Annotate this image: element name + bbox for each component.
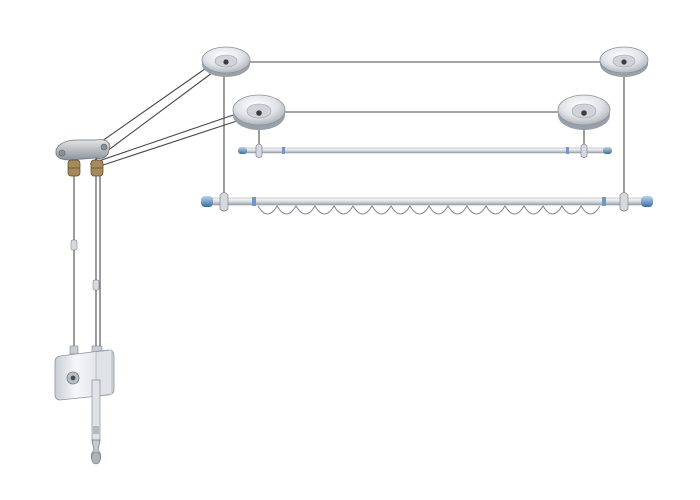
- rod-end-cap-right: [641, 196, 653, 207]
- pulley-axle: [223, 59, 229, 65]
- ceiling-pulley-back-right: [599, 46, 649, 77]
- cable-diagonal-4: [99, 117, 247, 167]
- cable-clip: [92, 279, 100, 291]
- ceiling-pulley-back-left: [201, 46, 251, 77]
- rod-hook-right: [619, 192, 629, 212]
- corner-pulley-block-icon: [55, 139, 111, 161]
- block-screw: [58, 149, 66, 157]
- cable-clip: [70, 239, 78, 251]
- hanging-rod-upper: [238, 143, 612, 158]
- pulley-axle: [256, 110, 262, 116]
- ceiling-pulley-front-right: [557, 94, 611, 130]
- rod-stopper: [566, 147, 569, 154]
- rod-hook-left: [219, 192, 229, 212]
- crank-knob: [91, 451, 101, 465]
- hanger-wave-wire: [257, 204, 601, 215]
- cables: [73, 61, 625, 352]
- rod-hook-left: [255, 143, 263, 158]
- crank-joint: [93, 426, 99, 434]
- rod-stopper: [282, 147, 285, 154]
- ceiling-pulley-front-left: [232, 94, 286, 130]
- rod-end-cap-left: [238, 147, 247, 154]
- cable-diagonal-3: [89, 111, 243, 165]
- rod-stopper: [602, 197, 606, 206]
- block-screw: [100, 143, 108, 151]
- crank-arm: [91, 379, 101, 445]
- rod-end-cap-right: [603, 147, 612, 154]
- winder-spool-axle: [70, 375, 76, 381]
- hanging-rod-icon: [243, 147, 607, 154]
- rod-hook-right: [580, 143, 588, 158]
- corner-pulley-block: [55, 139, 111, 177]
- cable-clip: [69, 345, 79, 355]
- pulley-axle: [581, 110, 587, 116]
- rod-end-cap-left: [201, 196, 213, 207]
- pulley-axle: [621, 59, 627, 65]
- hanging-rod-lower: [201, 192, 653, 215]
- rod-stopper: [252, 197, 256, 206]
- cable-diagonal-2: [94, 69, 217, 161]
- hanging-rod-icon: [209, 197, 645, 206]
- wall-winder: [54, 239, 115, 465]
